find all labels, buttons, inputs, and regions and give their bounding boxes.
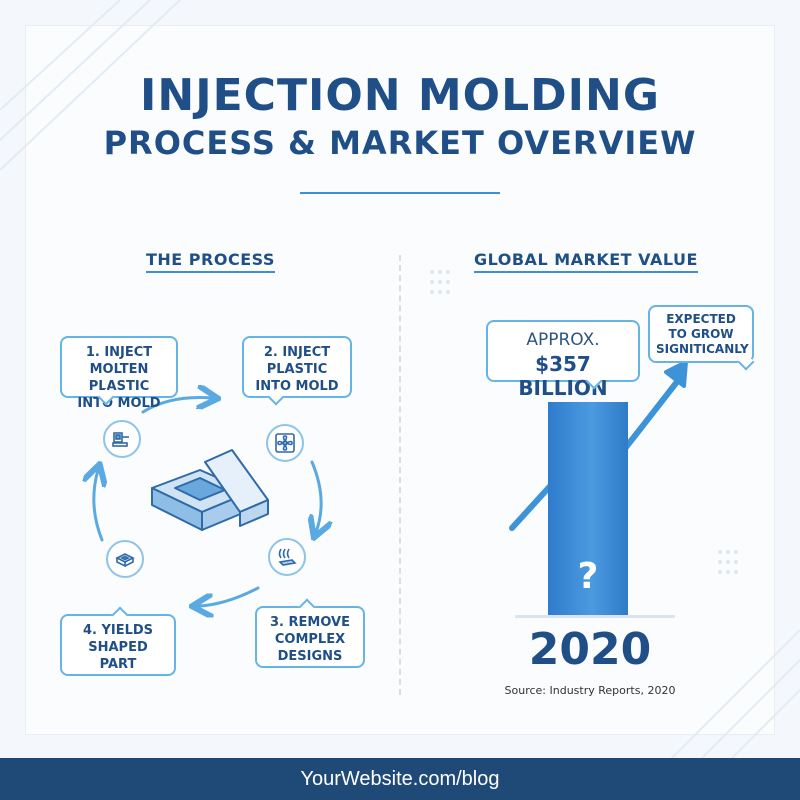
main-title: INJECTION MOLDING xyxy=(140,70,660,121)
growth-note-bubble: EXPECTED TO GROW SIGNITICANLY xyxy=(648,305,754,363)
market-value-bar xyxy=(548,402,628,616)
subtitle: PROCESS & MARKET OVERVIEW xyxy=(103,124,697,162)
arrow-step2-to-step3 xyxy=(312,460,321,532)
part-removal-icon xyxy=(268,538,306,576)
fan-icon xyxy=(266,424,304,462)
injection-machine-icon xyxy=(103,420,141,458)
step-3-bubble: 3. REMOVE COMPLEX DESIGNS xyxy=(255,606,365,668)
step-4-bubble: 4. YIELDS SHAPED PART xyxy=(60,614,176,676)
step-1-bubble: 1. INJECT MOLTEN PLASTIC INTO MOLD xyxy=(60,336,178,411)
market-year: 2020 xyxy=(528,624,652,675)
step-4-text: 4. YIELDS SHAPED PART xyxy=(82,623,154,672)
step-2-bubble: 2. INJECT PLASTIC INTO MOLD xyxy=(242,336,352,398)
step-2-text: 2. INJECT PLASTIC INTO MOLD xyxy=(255,345,339,394)
market-heading: GLOBAL MARKET VALUE xyxy=(474,250,698,273)
market-value: $357 BILLION xyxy=(518,352,608,400)
process-heading: THE PROCESS xyxy=(146,250,275,273)
shaped-part-icon xyxy=(106,540,144,578)
step-1-text: 1. INJECT MOLTEN PLASTIC INTO MOLD xyxy=(77,345,161,411)
arrow-step4-to-step1 xyxy=(94,470,102,542)
bar-question-mark: ? xyxy=(577,556,599,597)
growth-note-text: EXPECTED TO GROW SIGNITICANLY xyxy=(656,312,749,356)
mold-block-icon xyxy=(151,449,269,531)
chart-baseline xyxy=(515,615,675,618)
title-underline xyxy=(300,192,500,194)
section-divider xyxy=(399,255,401,695)
approx-label: APPROX. xyxy=(526,330,600,350)
arrow-step1-to-step2 xyxy=(141,398,212,414)
source-note: Source: Industry Reports, 2020 xyxy=(504,684,676,697)
arrow-step3-to-step4 xyxy=(198,586,260,606)
step-3-text: 3. REMOVE COMPLEX DESIGNS xyxy=(270,615,350,664)
footer-url[interactable]: YourWebsite.com/blog xyxy=(0,758,800,800)
market-value-bubble: APPROX. $357 BILLION xyxy=(486,320,640,400)
